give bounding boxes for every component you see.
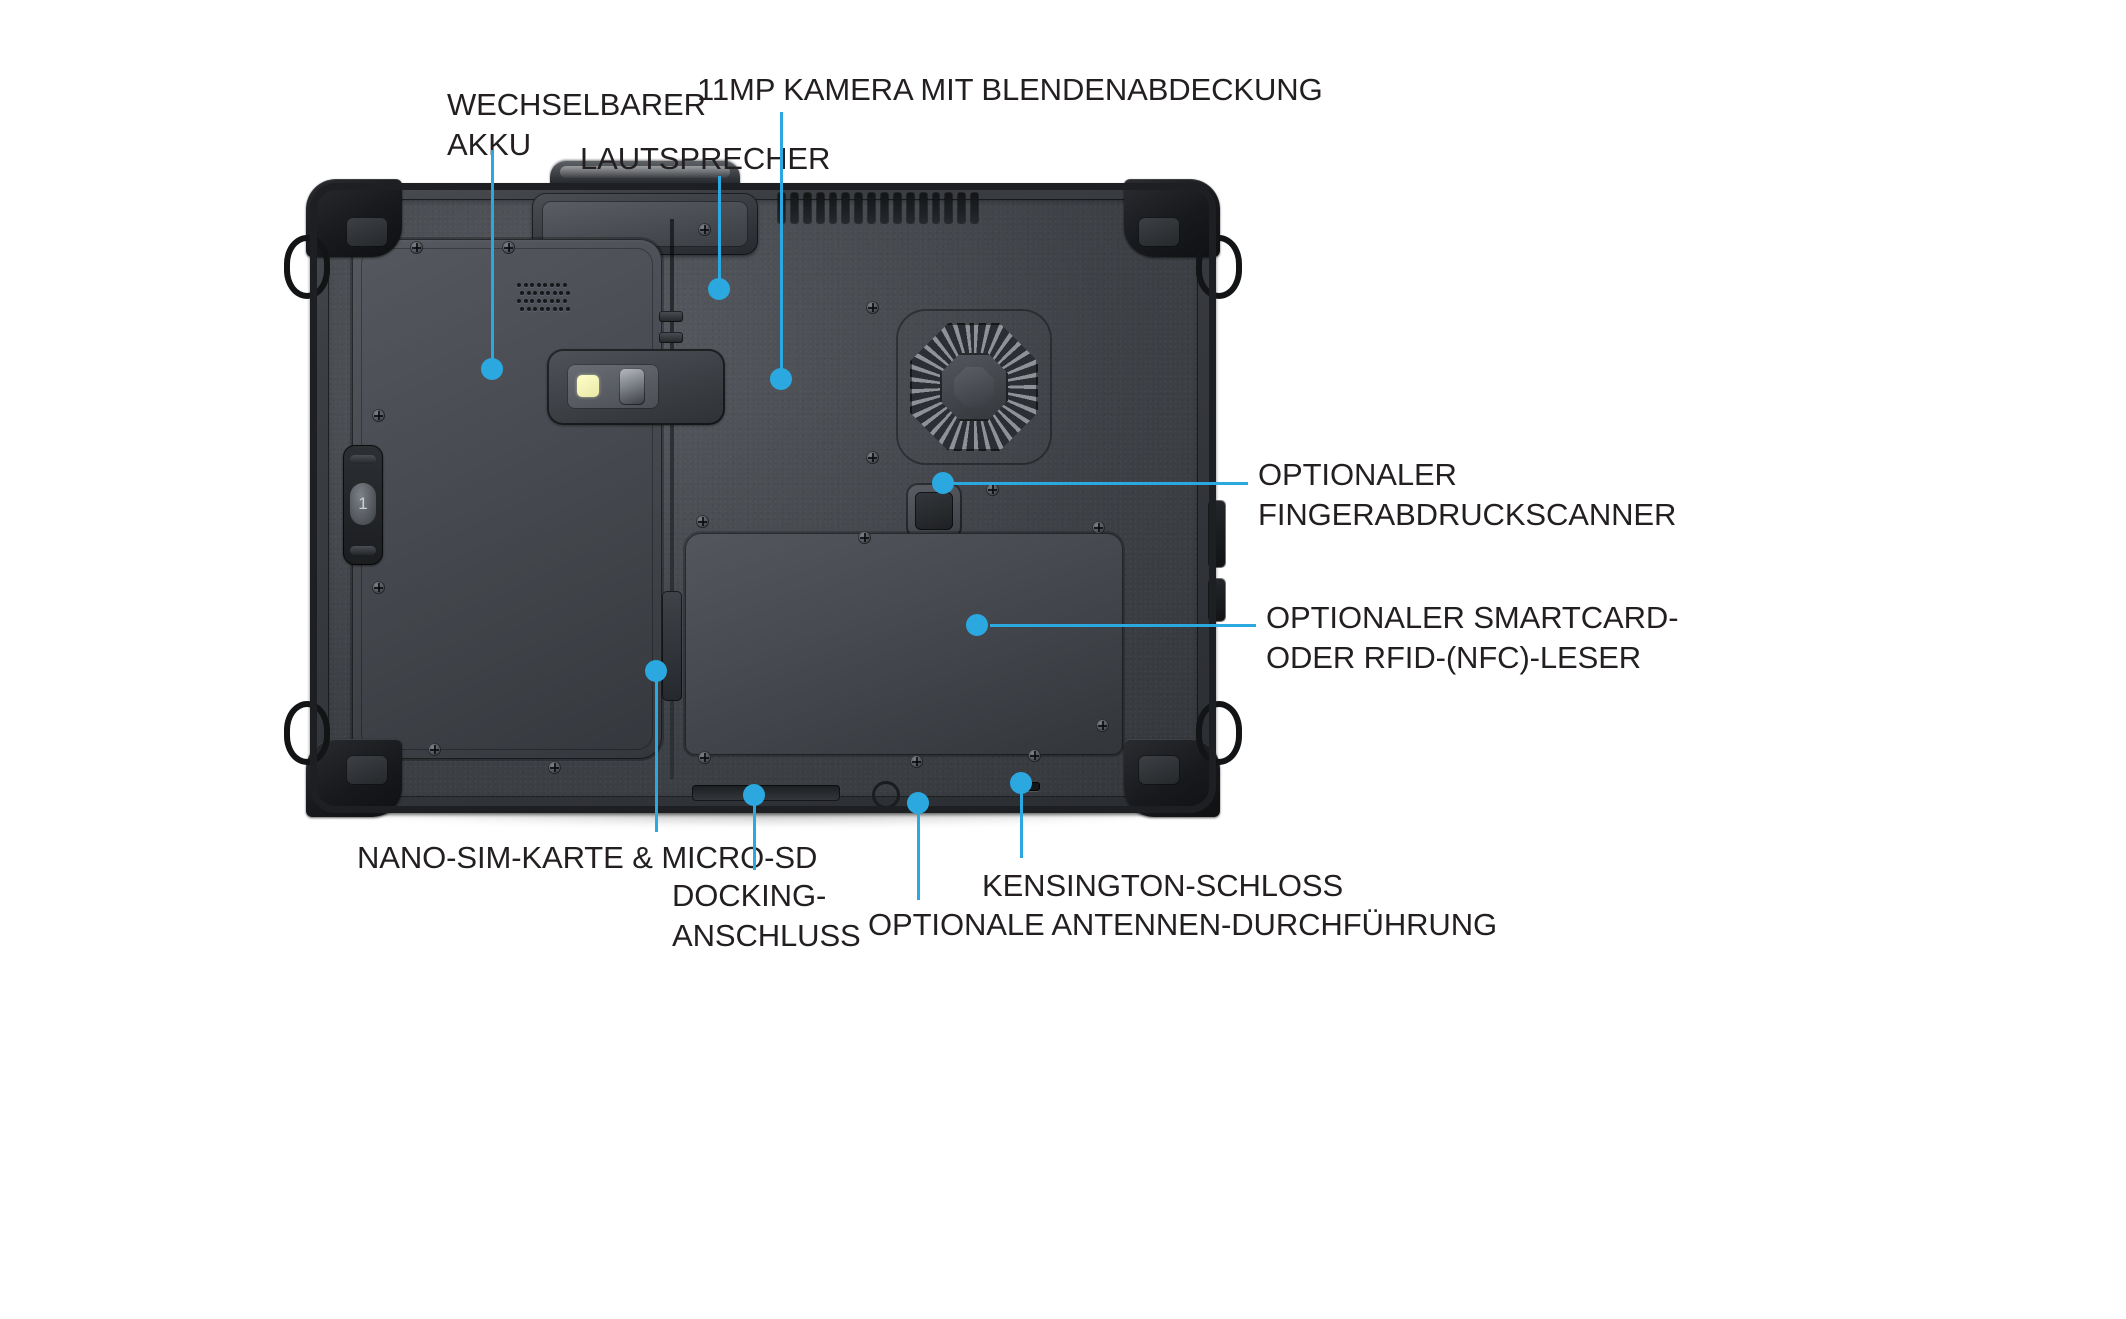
dot-kamera[interactable] bbox=[770, 368, 792, 390]
leader-nano-sim-microsd bbox=[655, 680, 658, 832]
device-shell: 1 bbox=[284, 179, 1242, 817]
strap-loop-bottom-left bbox=[284, 701, 330, 765]
camera-flash-icon bbox=[577, 375, 599, 397]
screw bbox=[502, 241, 515, 254]
dot-fingerabdruckscanner[interactable] bbox=[932, 472, 954, 494]
speaker-grille-icon bbox=[517, 283, 570, 316]
dot-lautsprecher[interactable] bbox=[708, 278, 730, 300]
screw bbox=[858, 531, 871, 544]
screw bbox=[910, 755, 923, 768]
screw bbox=[1096, 719, 1109, 732]
vent-slots-icon bbox=[778, 193, 978, 227]
screw bbox=[866, 301, 879, 314]
leader-lautsprecher bbox=[718, 176, 721, 286]
strap-loop-top-right bbox=[1196, 235, 1242, 299]
label-kamera: 11MP KAMERA MIT BLENDENABDECKUNG bbox=[697, 72, 1323, 107]
strap-loop-top-left bbox=[284, 235, 330, 299]
screw bbox=[428, 743, 441, 756]
fan-vent-icon bbox=[910, 323, 1038, 451]
smartcard-rfid-door[interactable] bbox=[685, 533, 1123, 755]
leader-antennen-durchfuehrung bbox=[917, 810, 920, 900]
label-smartcard-rfid: OPTIONALER SMARTCARD- ODER RFID-(NFC)-LE… bbox=[1266, 600, 1679, 676]
leader-kensington-schloss bbox=[1020, 788, 1023, 858]
camera-shutter-cover[interactable] bbox=[567, 364, 659, 409]
side-port-upper[interactable] bbox=[1209, 501, 1225, 567]
panel-seam bbox=[670, 219, 674, 779]
label-kensington-schloss: KENSINGTON-SCHLOSS bbox=[982, 868, 1344, 903]
sim-microsd-tab[interactable] bbox=[662, 591, 682, 701]
screw bbox=[866, 451, 879, 464]
screw bbox=[698, 751, 711, 764]
leader-fingerabdruckscanner bbox=[952, 482, 1248, 485]
battery-door[interactable] bbox=[352, 239, 662, 759]
label-fingerabdruckscanner: OPTIONALER FINGERABDRUCKSCANNER bbox=[1258, 457, 1677, 533]
dot-wechselbarer-akku[interactable] bbox=[481, 358, 503, 380]
latch-bar-top bbox=[350, 455, 376, 464]
screw bbox=[1028, 749, 1041, 762]
docking-connector[interactable] bbox=[692, 785, 840, 801]
screw bbox=[1092, 521, 1105, 534]
leader-wechselbarer-akku bbox=[491, 150, 494, 368]
latch-bar-bottom bbox=[350, 546, 376, 555]
dot-smartcard-rfid[interactable] bbox=[966, 614, 988, 636]
label-docking-anschluss: DOCKING- ANSCHLUSS bbox=[672, 878, 861, 954]
leader-docking-anschluss bbox=[753, 802, 756, 870]
screw bbox=[372, 581, 385, 594]
strap-loop-bottom-right bbox=[1196, 701, 1242, 765]
dot-kensington-schloss[interactable] bbox=[1010, 772, 1032, 794]
fingerprint-scanner[interactable] bbox=[906, 483, 962, 539]
rugged-tablet-back: 1 bbox=[284, 161, 1242, 827]
dot-nano-sim-microsd[interactable] bbox=[645, 660, 667, 682]
side-port-lower[interactable] bbox=[1209, 579, 1225, 621]
label-antennen-durchfuehrung: OPTIONALE ANTENNEN-DURCHFÜHRUNG bbox=[868, 907, 1497, 942]
tether-eyelet bbox=[872, 781, 900, 809]
dot-docking-anschluss[interactable] bbox=[743, 784, 765, 806]
leader-smartcard-rfid bbox=[990, 624, 1256, 627]
label-wechselbarer-akku: WECHSELBARER AKKU bbox=[447, 87, 706, 163]
label-lautsprecher: LAUTSPRECHER bbox=[580, 141, 831, 176]
screw bbox=[986, 483, 999, 496]
screw bbox=[698, 223, 711, 236]
dot-antennen-durchfuehrung[interactable] bbox=[907, 792, 929, 814]
latch-knob[interactable]: 1 bbox=[350, 483, 376, 525]
screw bbox=[372, 409, 385, 422]
screw bbox=[410, 241, 423, 254]
screw bbox=[548, 761, 561, 774]
fan-cap bbox=[954, 367, 994, 407]
leader-kamera bbox=[780, 112, 783, 377]
screw bbox=[696, 515, 709, 528]
label-nano-sim-microsd: NANO-SIM-KARTE & MICRO-SD bbox=[357, 840, 818, 875]
camera-lens-icon bbox=[619, 368, 645, 405]
battery-latch[interactable]: 1 bbox=[343, 445, 383, 565]
camera-module bbox=[547, 349, 725, 425]
fingerprint-pad[interactable] bbox=[915, 492, 953, 530]
